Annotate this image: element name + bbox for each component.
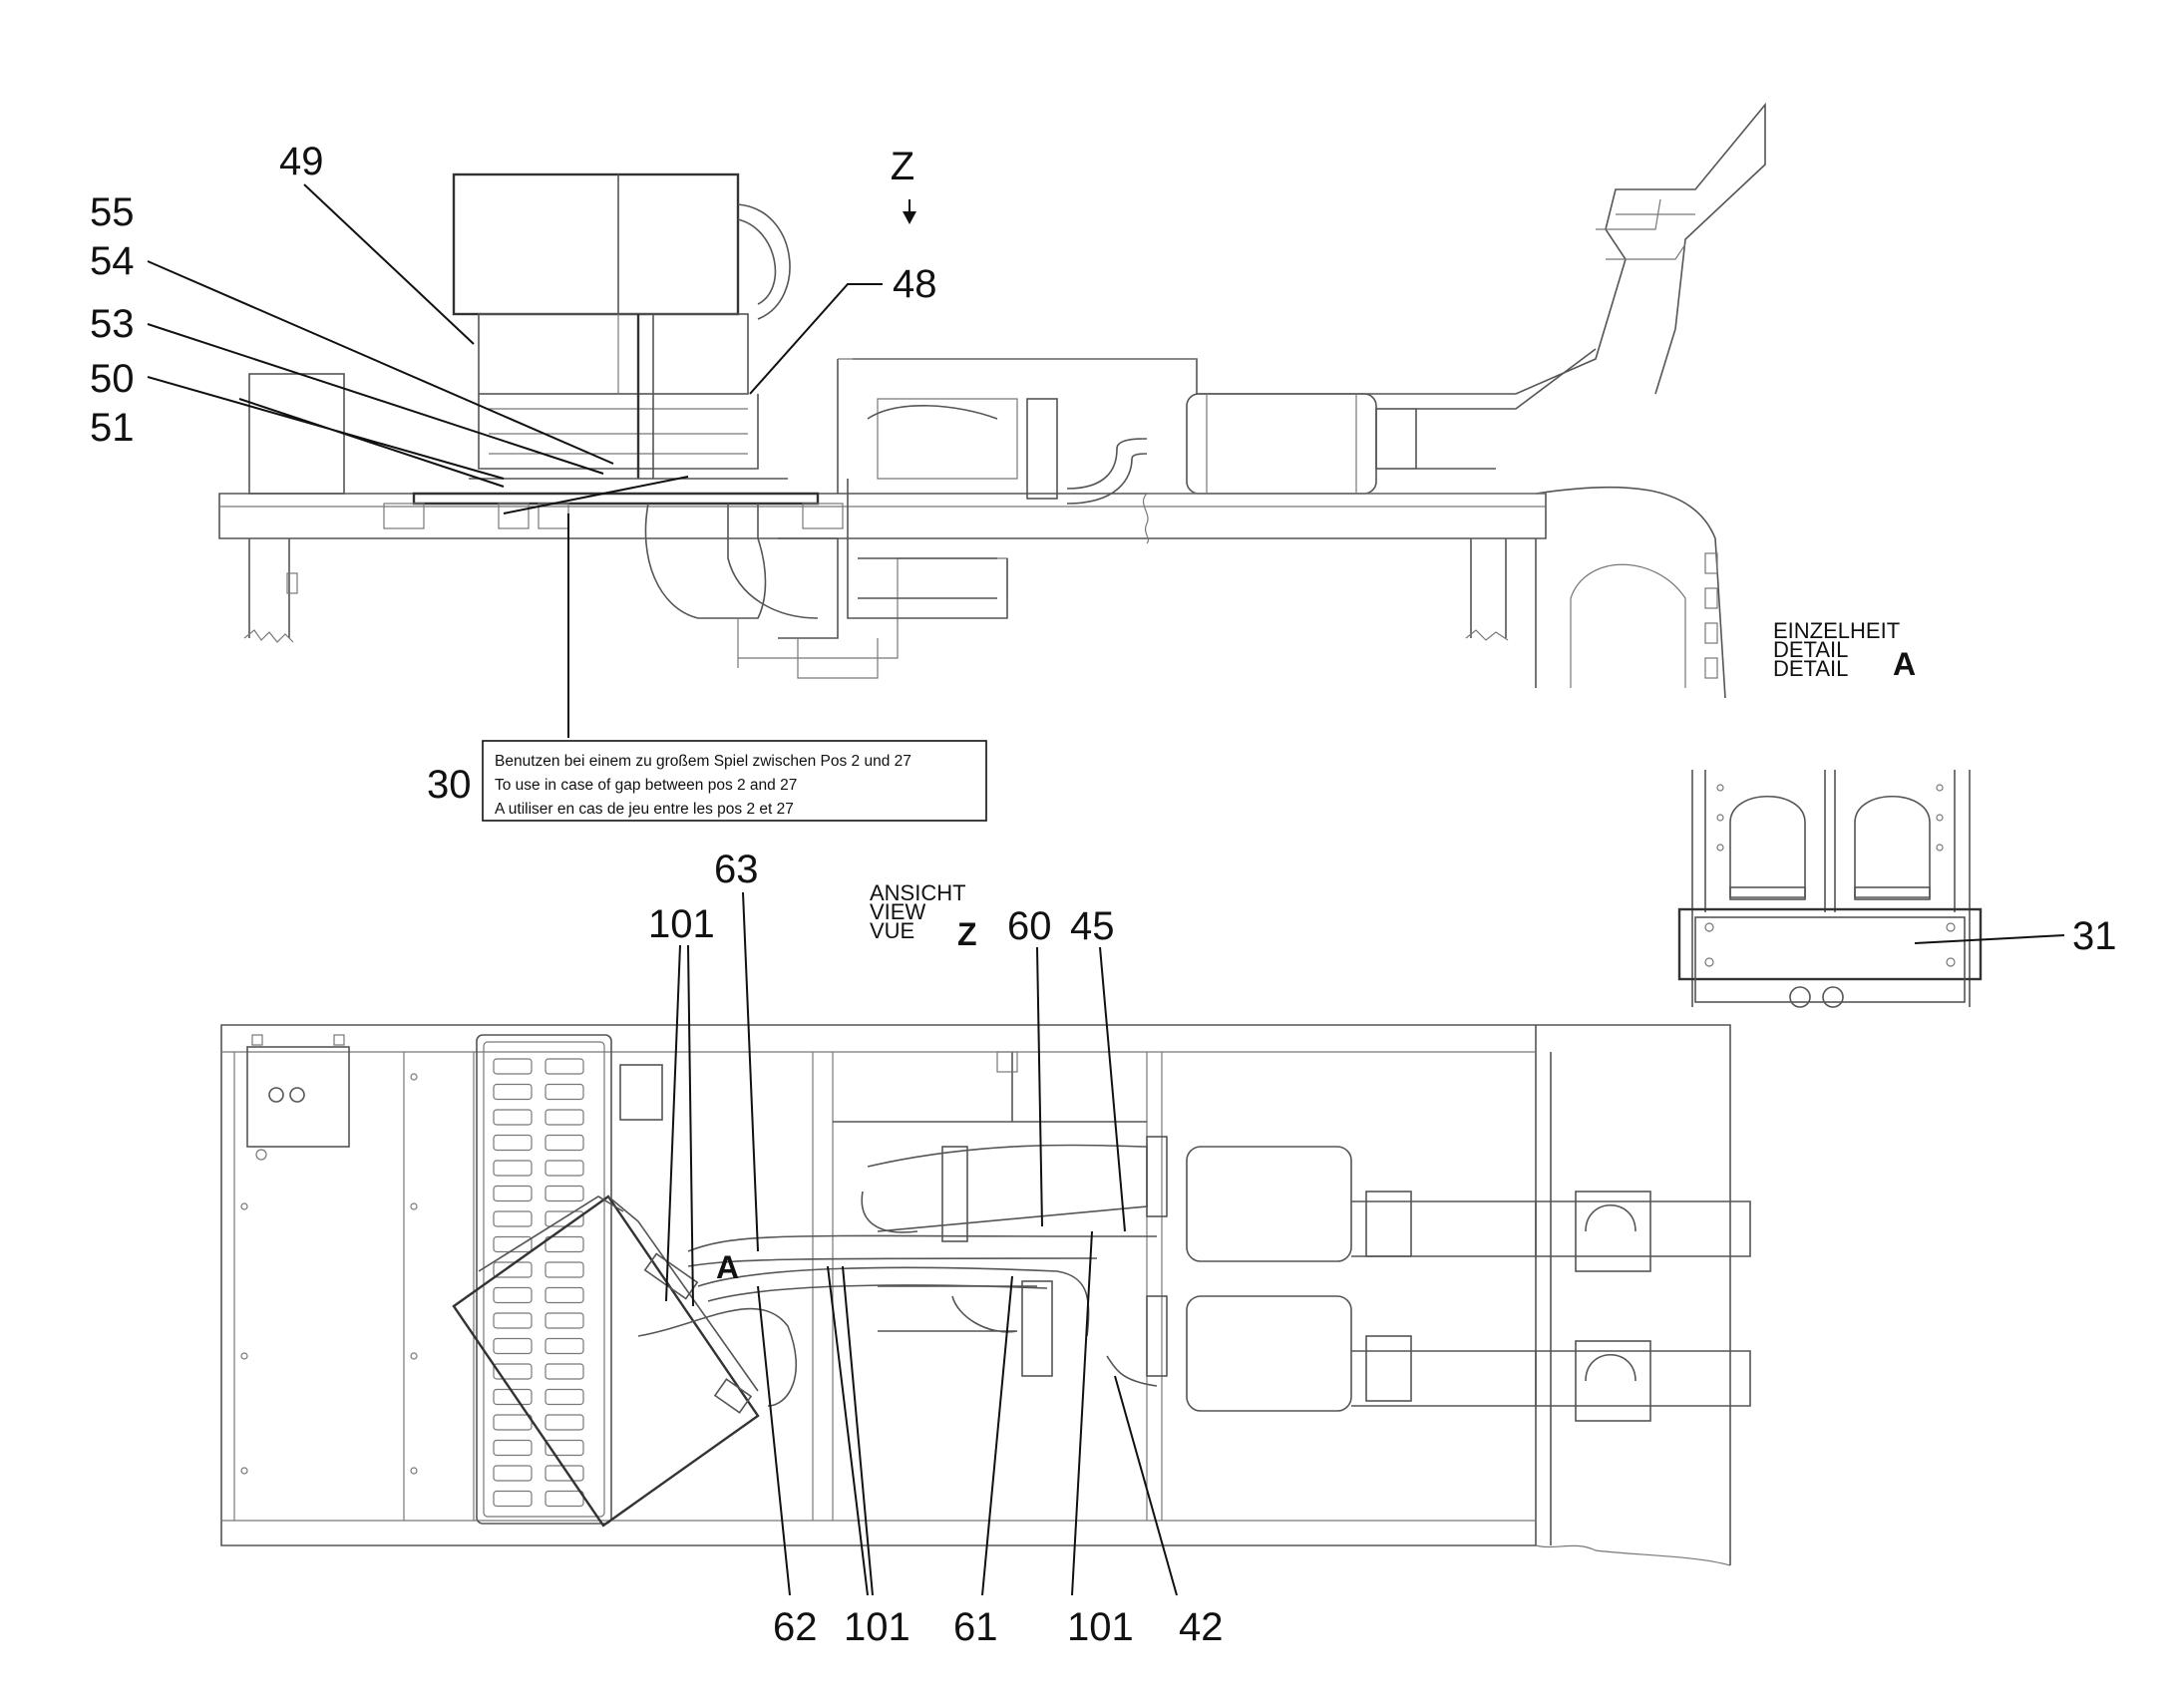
louvre-slot — [493, 1337, 533, 1355]
detail-line-1: EINZELHEIT — [1773, 618, 1900, 643]
louvre-slot — [493, 1312, 533, 1329]
gap-note: Benutzen bei einem zu großem Spiel zwisc… — [482, 740, 987, 822]
louvre-slot — [493, 1363, 533, 1380]
louvre-slot — [545, 1235, 584, 1253]
louvre-slot — [493, 1235, 533, 1253]
louvre-slot — [545, 1490, 584, 1508]
view-z-title: ANSICHT VIEW VUE Z — [870, 880, 977, 952]
callout-101-right: 101 — [1067, 1605, 1134, 1649]
view-title-line-3: VUE — [870, 918, 914, 943]
louvre-slot — [493, 1286, 533, 1304]
louvre-slot — [493, 1058, 533, 1075]
louvre-slot — [545, 1083, 584, 1101]
louvre-slot — [545, 1286, 584, 1304]
bottom-view-callouts: 63 101 60 45 62 101 61 101 42 — [648, 848, 1224, 1649]
callout-42: 42 — [1179, 1605, 1224, 1649]
callout-60: 60 — [1007, 904, 1052, 948]
callout-45: 45 — [1070, 904, 1115, 948]
louvre-slot — [493, 1185, 533, 1202]
callout-51: 51 — [90, 406, 135, 450]
louvre-slot — [493, 1439, 533, 1457]
louvre-slot — [493, 1414, 533, 1431]
louvre-slot — [493, 1261, 533, 1278]
grille-louvres — [493, 1058, 584, 1508]
arrow-down-icon — [903, 211, 916, 224]
detail-line-2: DETAIL — [1773, 637, 1848, 662]
callout-50: 50 — [90, 357, 135, 401]
view-title-letter: Z — [957, 916, 977, 952]
louvre-slot — [493, 1134, 533, 1152]
louvre-slot — [545, 1312, 584, 1329]
callout-63: 63 — [714, 848, 759, 891]
louvre-slot — [545, 1109, 584, 1126]
view-title-line-1: ANSICHT — [870, 880, 966, 905]
louvre-slot — [493, 1465, 533, 1482]
callout-55: 55 — [90, 190, 135, 234]
detail-callout-31: 31 — [1914, 914, 2117, 958]
louvre-slot — [493, 1210, 533, 1227]
view-z-letter: Z — [891, 145, 914, 188]
callout-30: 30 — [427, 763, 472, 807]
detail-a-marker: A — [716, 1249, 739, 1285]
callout-61: 61 — [953, 1605, 998, 1649]
view-title-line-2: VIEW — [870, 899, 925, 924]
callout-48: 48 — [893, 262, 937, 306]
louvre-slot — [545, 1388, 584, 1406]
callout-62: 62 — [773, 1605, 818, 1649]
louvre-slot — [545, 1414, 584, 1431]
louvre-slot — [545, 1439, 584, 1457]
louvre-slot — [545, 1134, 584, 1152]
callout-101-left: 101 — [844, 1605, 910, 1649]
callout-101-top: 101 — [648, 902, 715, 946]
detail-a-title: EINZELHEIT DETAIL DETAIL A — [1773, 618, 1916, 682]
top-view-drawing — [218, 102, 1766, 699]
louvre-slot — [545, 1465, 584, 1482]
callout-54: 54 — [90, 239, 135, 283]
callout-53: 53 — [90, 302, 135, 346]
note-line-de: Benutzen bei einem zu großem Spiel zwisc… — [495, 753, 911, 770]
louvre-slot — [545, 1363, 584, 1380]
louvre-slot — [493, 1388, 533, 1406]
louvre-slot — [545, 1160, 584, 1177]
detail-letter: A — [1893, 646, 1916, 682]
note-line-en: To use in case of gap between pos 2 and … — [495, 777, 797, 794]
louvre-slot — [493, 1083, 533, 1101]
louvre-slot — [545, 1185, 584, 1202]
view-z-marker: Z — [891, 145, 916, 224]
note-line-fr: A utiliser en cas de jeu entre les pos 2… — [495, 801, 794, 818]
louvre-slot — [545, 1337, 584, 1355]
detail-line-3: DETAIL — [1773, 656, 1848, 681]
callout-49: 49 — [279, 140, 324, 183]
louvre-slot — [545, 1261, 584, 1278]
top-view-callouts: 49 55 54 53 50 51 48 30 — [90, 140, 937, 807]
louvre-slot — [493, 1109, 533, 1126]
louvre-slot — [493, 1490, 533, 1508]
louvre-slot — [493, 1160, 533, 1177]
bottom-view-drawing — [220, 1024, 1751, 1566]
louvre-slot — [545, 1058, 584, 1075]
callout-31: 31 — [2072, 914, 2117, 958]
detail-a-drawing — [1677, 770, 1983, 1008]
